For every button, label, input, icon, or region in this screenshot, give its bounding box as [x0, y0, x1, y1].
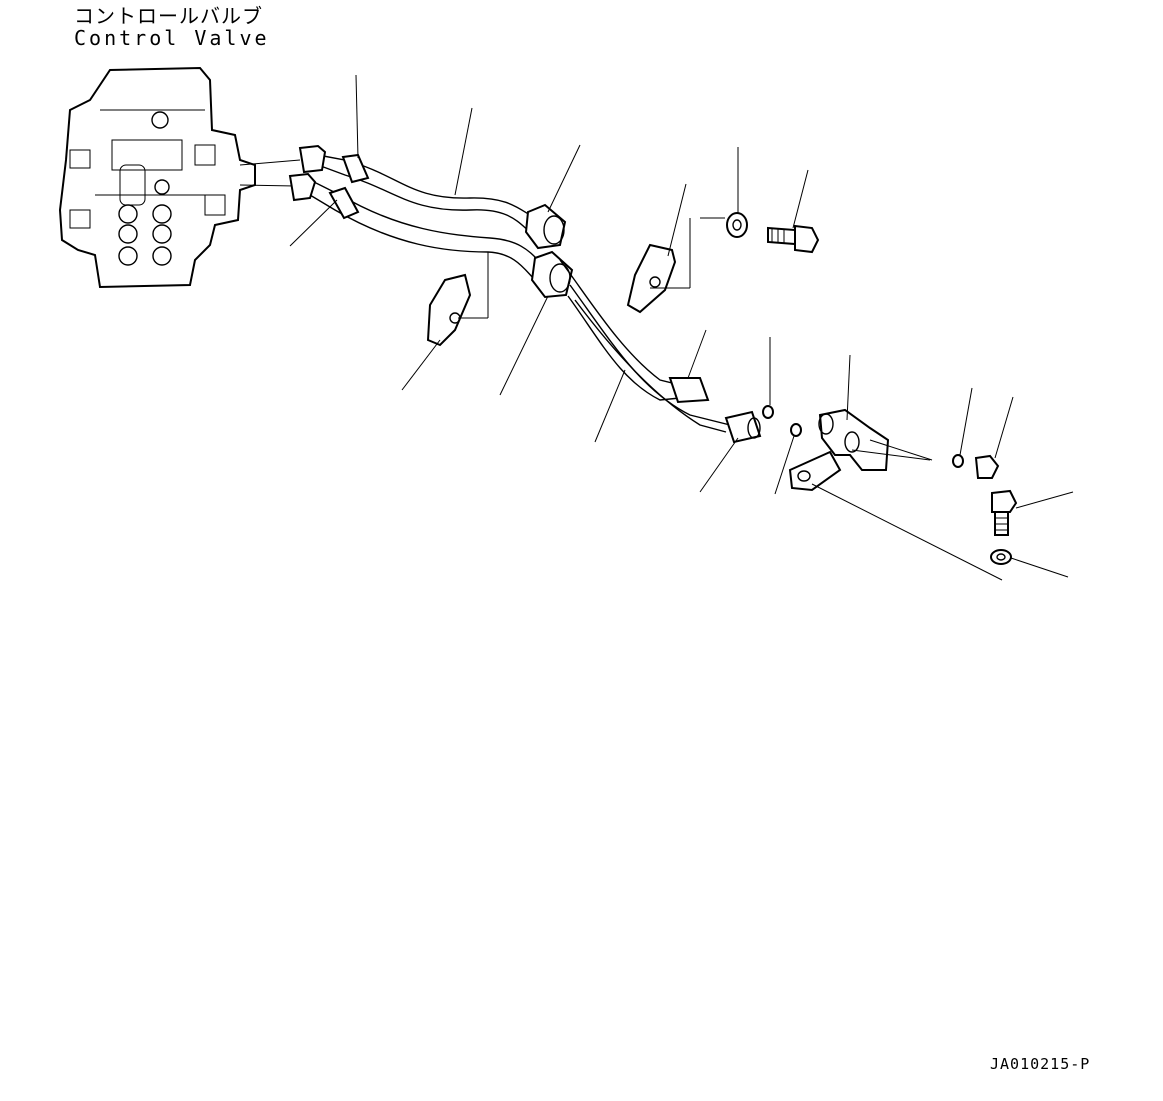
plug — [974, 454, 1000, 479]
o-ring — [762, 405, 964, 468]
leader-lines — [289, 74, 1074, 581]
adapter-block — [788, 408, 933, 492]
drawing-number: JA010215-P — [990, 1055, 1091, 1073]
washer — [990, 549, 1012, 565]
hose-clamp-left — [426, 273, 472, 347]
hose-upper — [298, 144, 567, 250]
bolt — [991, 489, 1018, 536]
title-japanese: コントロールバルブ — [74, 4, 263, 28]
title-english: Control Valve — [74, 26, 270, 50]
bolt — [767, 224, 820, 254]
control-valve — [58, 66, 301, 289]
hose-lower — [288, 172, 762, 444]
washer — [726, 212, 748, 238]
hose-clamp-right — [626, 243, 677, 314]
